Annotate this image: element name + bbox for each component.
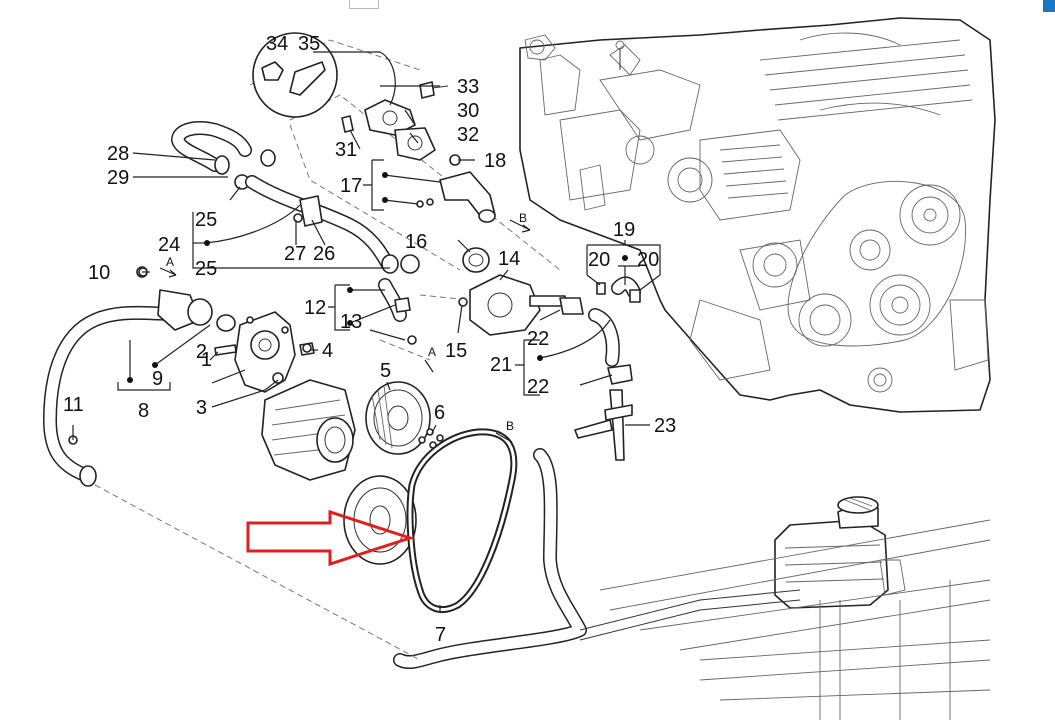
coolant-pipe-24	[245, 175, 420, 274]
small-hose-12	[378, 278, 417, 345]
label-part-24: 24	[158, 234, 180, 256]
highlight-arrow	[246, 509, 415, 567]
label-part-20a: 20	[588, 249, 610, 271]
view-marker-b-top: B	[519, 211, 527, 225]
label-part-27: 27	[284, 243, 306, 265]
water-pump	[187, 298, 315, 393]
label-part-26: 26	[313, 243, 335, 265]
label-part-25b: 25	[195, 258, 217, 280]
label-part-15: 15	[445, 340, 467, 362]
label-part-25a: 25	[195, 209, 217, 231]
label-part-22b: 22	[527, 376, 549, 398]
label-part-30: 30	[457, 100, 479, 122]
label-part-10: 10	[88, 262, 110, 284]
label-part-34: 34	[266, 33, 288, 55]
bracket-dots	[127, 172, 628, 383]
label-part-6: 6	[434, 402, 445, 424]
toolbar-stub	[349, 0, 379, 9]
coolant-outlet-30	[341, 81, 449, 161]
thermostat-housing	[458, 247, 566, 336]
label-part-17: 17	[340, 175, 362, 197]
crankshaft-pulley	[365, 381, 437, 455]
label-part-14: 14	[498, 248, 520, 270]
upper-hose-28	[171, 121, 276, 190]
corner-tab[interactable]	[1043, 0, 1055, 12]
label-part-7: 7	[435, 624, 446, 646]
view-marker-arrows	[159, 219, 531, 443]
pipe-23	[574, 389, 633, 461]
label-part-18: 18	[484, 150, 506, 172]
label-part-5: 5	[380, 360, 391, 382]
view-marker-a-bottom: A	[428, 345, 436, 359]
view-marker-b-bottom: B	[506, 419, 514, 433]
leader-lines	[72, 51, 661, 612]
bypass-hose-part-8	[43, 266, 202, 487]
label-part-35: 35	[298, 33, 320, 55]
alternator	[261, 379, 356, 481]
label-part-16: 16	[405, 231, 427, 253]
label-part-22a: 22	[527, 328, 549, 350]
label-part-12: 12	[304, 297, 326, 319]
lower-coolant-hose	[393, 448, 801, 670]
label-part-23: 23	[654, 415, 676, 437]
drive-belt	[406, 428, 518, 613]
label-part-11: 11	[63, 394, 84, 416]
lower-frame	[599, 519, 991, 720]
label-part-28: 28	[107, 143, 129, 165]
label-part-32: 32	[457, 124, 479, 146]
hose-21	[559, 276, 641, 385]
engine-assembly	[519, 17, 996, 413]
label-part-1: 1	[201, 349, 212, 371]
label-part-4: 4	[322, 340, 333, 362]
label-part-29: 29	[107, 167, 129, 189]
detail-callout-34-35	[252, 32, 338, 118]
view-marker-a-top: A	[166, 255, 174, 269]
label-part-3: 3	[196, 397, 207, 419]
label-part-8: 8	[138, 400, 149, 422]
label-part-20b: 20	[637, 249, 659, 271]
label-part-19: 19	[613, 219, 635, 241]
part-labels: 1 2 3 4 5 6 7 8 9 10 11 12 13 14 15 16 1…	[63, 33, 676, 646]
label-part-9: 9	[152, 368, 163, 390]
label-part-33: 33	[457, 76, 479, 98]
coolant-reservoir	[774, 496, 889, 609]
label-part-31: 31	[335, 139, 357, 161]
outlet-pipe-17	[416, 154, 496, 223]
label-part-2: 2	[196, 341, 207, 363]
view-marker-labels: A A B B	[166, 211, 527, 433]
label-part-21: 21	[490, 354, 512, 376]
label-part-13: 13	[340, 311, 362, 333]
